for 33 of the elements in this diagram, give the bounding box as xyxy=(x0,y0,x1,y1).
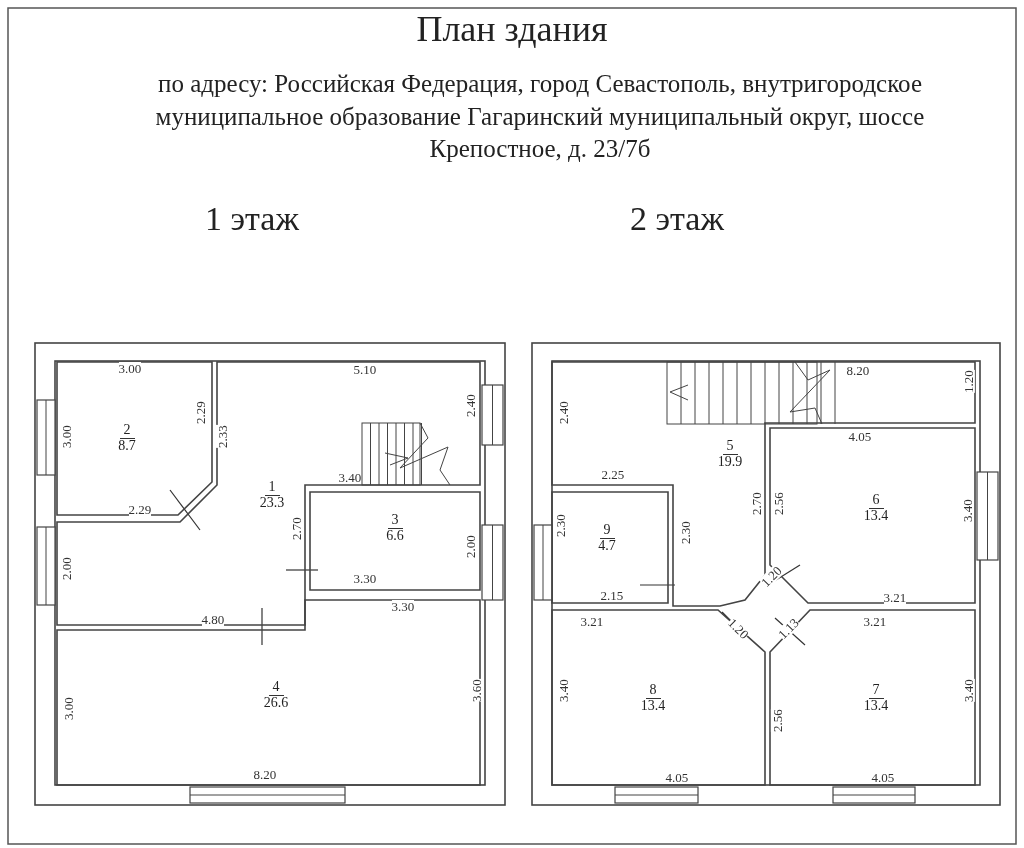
dimension-label: 2.56 xyxy=(770,708,784,732)
room-area: 19.9 xyxy=(690,454,770,470)
room-area: 13.4 xyxy=(836,698,916,714)
floor-heading: 2 этаж xyxy=(630,200,724,238)
room-number: 9 xyxy=(599,523,615,539)
room-area: 26.6 xyxy=(236,695,316,711)
title: План здания xyxy=(415,8,609,50)
room-number: 6 xyxy=(868,493,884,509)
room-number: 4 xyxy=(268,680,284,696)
room-number: 7 xyxy=(868,683,884,699)
room-area: 23.3 xyxy=(232,495,312,511)
dimension-label: 2.33 xyxy=(215,424,229,448)
room-area: 13.4 xyxy=(613,698,693,714)
room xyxy=(57,600,480,785)
room-area: 4.7 xyxy=(567,538,647,554)
room-area: 8.7 xyxy=(87,438,167,454)
room-number: 5 xyxy=(722,439,738,455)
room-number: 2 xyxy=(119,423,135,439)
address-text: по адресу: Российская Федерация, город Севастополь, внутригородское муниципальное образование Гагаринский муниципальный округ, шоссе Крепостное, д. 23/7б xyxy=(154,69,926,164)
room xyxy=(310,492,480,590)
room-number: 1 xyxy=(264,480,280,496)
room xyxy=(57,362,480,625)
room-number: 3 xyxy=(387,513,403,529)
room-area: 6.6 xyxy=(355,528,435,544)
room xyxy=(57,362,212,515)
floor-heading: 1 этаж xyxy=(205,200,299,238)
dimension-label: 1.20 xyxy=(758,563,784,589)
room xyxy=(552,362,975,606)
room xyxy=(552,492,668,603)
room-area: 13.4 xyxy=(836,508,916,524)
room xyxy=(552,610,765,785)
room-number: 8 xyxy=(645,683,661,699)
room xyxy=(770,610,975,785)
